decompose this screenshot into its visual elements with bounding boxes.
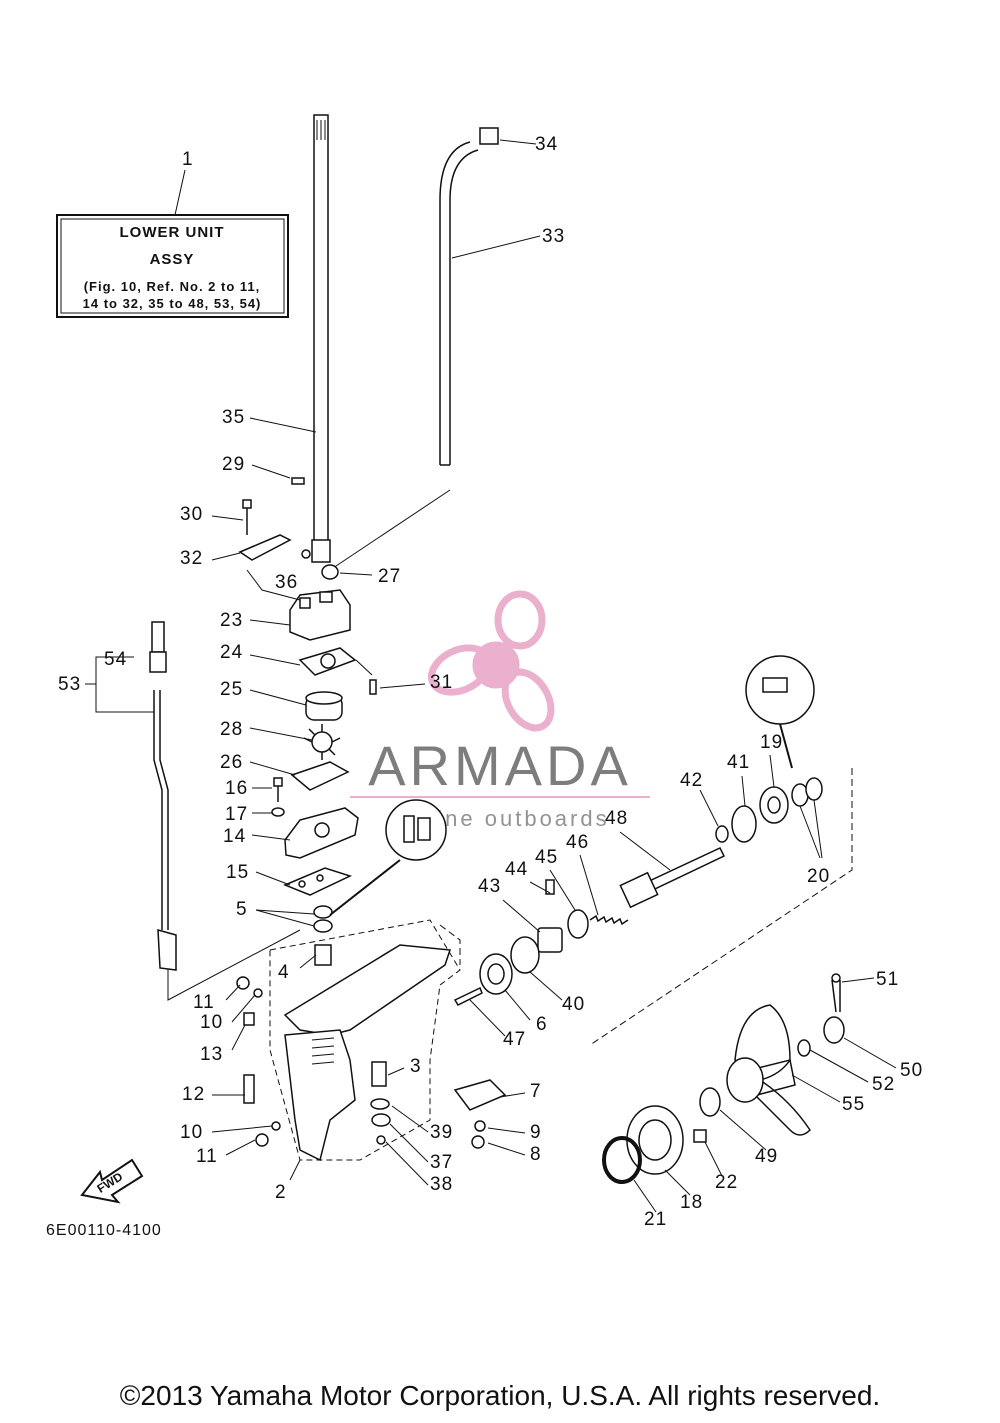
- callout-37: 37: [430, 1152, 453, 1173]
- callout-24: 24: [220, 642, 243, 663]
- lower-case: [269, 919, 461, 1162]
- callout-31: 31: [430, 672, 453, 693]
- callout-51: 51: [876, 969, 899, 990]
- callout-8: 8: [530, 1144, 542, 1165]
- seal-detail-circle: [329, 799, 447, 916]
- impeller: [303, 724, 341, 760]
- callout-13: 13: [200, 1044, 223, 1065]
- assembly-info-box: LOWER UNIT ASSY (Fig. 10, Ref. No. 2 to …: [56, 169, 289, 318]
- box-note-line2: 14 to 32, 35 to 48, 53, 54): [83, 296, 262, 311]
- callout-18: 18: [680, 1192, 703, 1213]
- box-title-line2: ASSY: [150, 251, 195, 268]
- callout-47: 47: [503, 1029, 526, 1050]
- callout-45: 45: [535, 847, 558, 868]
- watermark-name: ARMADA: [368, 734, 632, 797]
- callout-7: 7: [530, 1081, 542, 1102]
- box-note-line1: (Fig. 10, Ref. No. 2 to 11,: [84, 279, 261, 294]
- callout-33: 33: [542, 226, 565, 247]
- callout-22: 22: [715, 1172, 738, 1193]
- lower-hardware: [236, 976, 507, 1149]
- callout-41: 41: [727, 752, 750, 773]
- propeller-shaft-group: [453, 655, 823, 1006]
- leader-lines: [167, 569, 373, 1001]
- callout-26: 26: [220, 752, 243, 773]
- callout-48: 48: [605, 808, 628, 829]
- propeller-logo: [428, 590, 555, 732]
- callout-9: 9: [530, 1122, 542, 1143]
- callout-32: 32: [180, 548, 203, 569]
- callout-23: 23: [220, 610, 243, 631]
- callout-27: 27: [378, 566, 401, 587]
- callout-16: 16: [225, 778, 248, 799]
- callout-numbers: 1 2 3 4 5 6 7 8 9 10 10 11 11 12 13 14 1…: [58, 134, 923, 1230]
- callout-49: 49: [755, 1146, 778, 1167]
- callout-39: 39: [430, 1122, 453, 1143]
- callout-35: 35: [222, 407, 245, 428]
- callout-36: 36: [275, 572, 298, 593]
- callout-4: 4: [278, 962, 290, 983]
- callout-2: 2: [275, 1182, 287, 1203]
- callout-46: 46: [566, 832, 589, 853]
- callout-14: 14: [223, 826, 246, 847]
- callout-1: 1: [182, 149, 194, 170]
- fwd-direction-arrow: FWD: [80, 1158, 144, 1204]
- callout-28: 28: [220, 719, 243, 740]
- callout-29: 29: [222, 454, 245, 475]
- shift-rod: [149, 621, 177, 971]
- callout-38: 38: [430, 1174, 453, 1195]
- callout-3: 3: [410, 1056, 422, 1077]
- callout-6: 6: [536, 1014, 548, 1035]
- figure-code: 6E00110-4100: [46, 1222, 162, 1239]
- callout-19: 19: [760, 732, 783, 753]
- callout-43: 43: [478, 876, 501, 897]
- copyright-notice: ©2013 Yamaha Motor Corporation, U.S.A. A…: [119, 1380, 881, 1411]
- water-tube: [329, 127, 499, 571]
- propeller-group: [602, 973, 845, 1184]
- callout-30: 30: [180, 504, 203, 525]
- water-pump-group: [238, 477, 377, 966]
- callout-40: 40: [562, 994, 585, 1015]
- callout-20: 20: [807, 866, 830, 887]
- callout-25: 25: [220, 679, 243, 700]
- callout-53: 53: [58, 674, 81, 695]
- callout-54: 54: [104, 649, 127, 670]
- lower-case-fins: [311, 1037, 335, 1065]
- callout-11b: 11: [196, 1146, 218, 1167]
- callout-52: 52: [872, 1074, 895, 1095]
- callout-5: 5: [236, 899, 248, 920]
- callout-10b: 10: [180, 1122, 203, 1143]
- callout-17: 17: [225, 804, 248, 825]
- callout-44: 44: [505, 859, 528, 880]
- box-title-line1: LOWER UNIT: [120, 224, 225, 241]
- callout-55: 55: [842, 1094, 865, 1115]
- callout-50: 50: [900, 1060, 923, 1081]
- callout-34: 34: [535, 134, 558, 155]
- callout-12: 12: [182, 1084, 205, 1105]
- callout-11a: 11: [193, 992, 215, 1013]
- callout-15: 15: [226, 862, 249, 883]
- callout-10a: 10: [200, 1012, 223, 1033]
- armada-watermark: ARMADA marine outboards: [350, 590, 650, 831]
- callout-21: 21: [644, 1209, 667, 1230]
- callout-42: 42: [680, 770, 703, 791]
- drive-shaft: [311, 114, 331, 563]
- callout-leaders: [85, 139, 897, 1213]
- shaft-dashed-frame: [439, 768, 853, 1046]
